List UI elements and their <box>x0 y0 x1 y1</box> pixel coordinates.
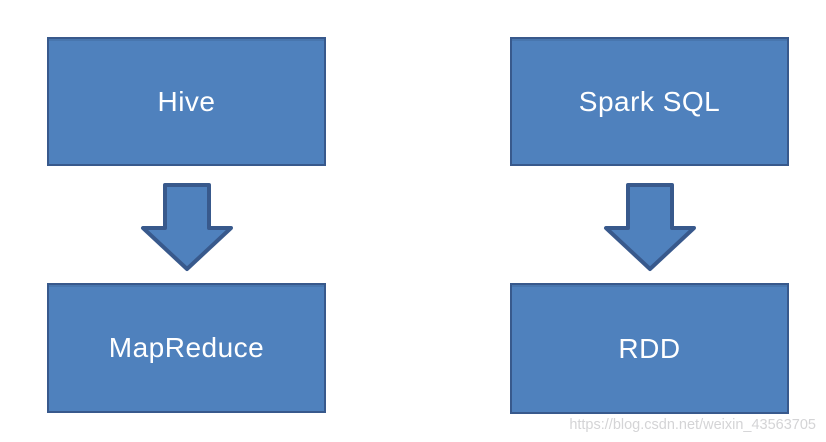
node-hive-label: Hive <box>157 85 216 117</box>
node-mapreduce: MapReduce <box>47 283 326 413</box>
down-arrow-icon <box>604 183 696 271</box>
watermark-text: https://blog.csdn.net/weixin_43563705 <box>569 417 816 433</box>
node-mapreduce-label: MapReduce <box>108 332 265 363</box>
node-rdd-label: RDD <box>618 332 681 364</box>
node-hive: Hive <box>47 37 326 166</box>
node-spark-sql-label: Spark SQL <box>578 85 721 117</box>
down-arrow-icon <box>141 183 233 271</box>
node-spark-sql: Spark SQL <box>510 37 789 166</box>
node-rdd: RDD <box>510 283 789 414</box>
